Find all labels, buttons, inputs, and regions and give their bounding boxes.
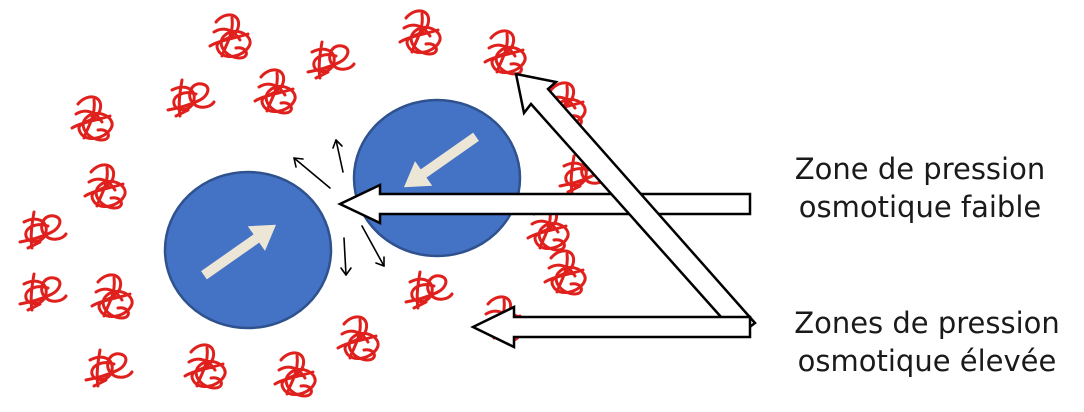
polymer-coil: [400, 11, 440, 54]
label-low-pressure-line1: Zone de pression: [770, 150, 1070, 188]
polymer-coil: [275, 353, 315, 396]
polymer-coil: [485, 31, 525, 74]
polymer-coil: [168, 80, 214, 116]
label-low-pressure-line2: osmotique faible: [770, 188, 1070, 226]
label-low-pressure: Zone de pression osmotique faible: [770, 150, 1070, 226]
polymer-coil: [20, 212, 66, 248]
polymer-coil: [92, 275, 132, 318]
polymer-coil: [308, 42, 354, 78]
label-high-pressure-line2: osmotique élevée: [770, 342, 1084, 380]
polymer-coil: [185, 345, 225, 388]
polymer-coil: [86, 350, 132, 386]
polymer-coil: [338, 317, 378, 360]
polymer-coil: [545, 251, 585, 294]
label-high-pressure-line1: Zones de pression: [770, 304, 1084, 342]
pointer-arrow-high: [473, 307, 750, 347]
label-high-pressure: Zones de pression osmotique élevée: [770, 304, 1084, 380]
polymer-coil: [210, 15, 250, 58]
polymer-coil: [85, 165, 125, 208]
particle-right: [354, 100, 520, 256]
polymer-coil: [255, 70, 295, 113]
polymer-coil: [72, 97, 112, 140]
particle-left: [165, 172, 331, 328]
polymer-coil: [20, 274, 66, 310]
polymer-coil: [406, 272, 452, 308]
